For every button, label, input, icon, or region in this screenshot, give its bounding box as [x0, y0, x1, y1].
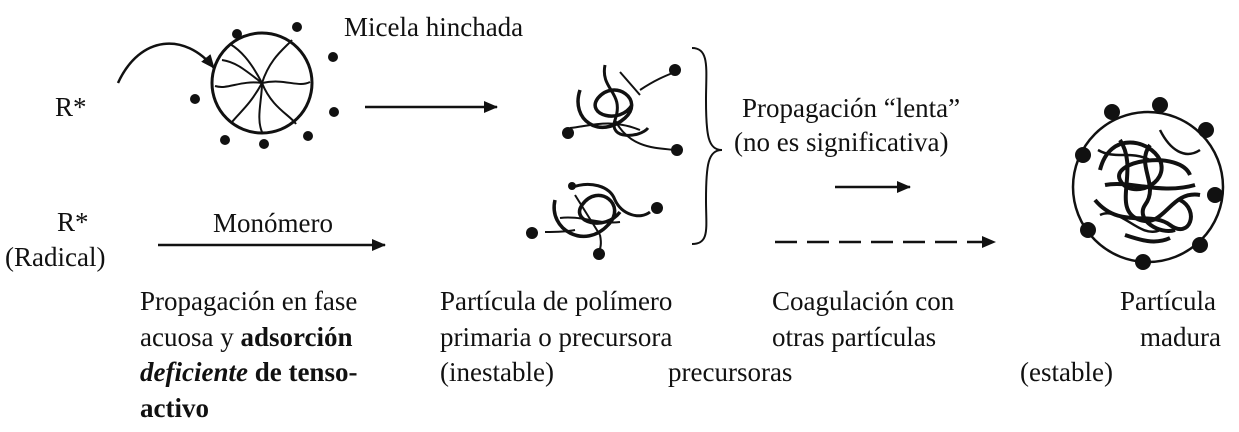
mature-particle-line-1: Partícula: [1120, 286, 1216, 316]
aqueous-propagation-line-4: activo: [140, 393, 209, 423]
swollen-micelle-label: Micela hinchada: [344, 12, 524, 42]
mature-particle-line-2: madura: [1140, 322, 1221, 352]
precursor-particle-top: [562, 64, 683, 156]
mature-particle-line-3: (estable): [1020, 357, 1113, 387]
coagulation-line-1: Coagulación con: [772, 286, 955, 316]
radical-entry-curved-arrow: [116, 42, 215, 84]
radical-label-bottom: R*: [57, 207, 89, 237]
mature-particle: [1071, 97, 1225, 270]
swollen-micelle: [190, 22, 339, 149]
grouping-brace: [691, 47, 723, 245]
radical-caption: (Radical): [5, 242, 106, 272]
precursor-label: precursoras: [668, 357, 793, 387]
monomer-label: Monómero: [213, 208, 333, 238]
primary-particle-line-2: primaria o precursora: [440, 322, 673, 352]
slow-propagation-label: Propagación “lenta”: [742, 93, 961, 123]
aqueous-propagation-line-2: acuosa y adsorción: [140, 322, 353, 352]
not-significant-label: (no es significativa): [734, 127, 949, 157]
radical-label-top: R*: [55, 92, 87, 122]
aqueous-propagation-line-1: Propagación en fase: [140, 286, 358, 316]
primary-particle-line-3: (inestable): [440, 357, 554, 387]
precursor-particle-bottom: [526, 182, 663, 260]
primary-particle-line-1: Partícula de polímero: [440, 286, 673, 316]
aqueous-propagation-line-3: deficiente de tenso-: [140, 357, 358, 387]
coagulation-line-2: otras partículas: [772, 322, 937, 352]
